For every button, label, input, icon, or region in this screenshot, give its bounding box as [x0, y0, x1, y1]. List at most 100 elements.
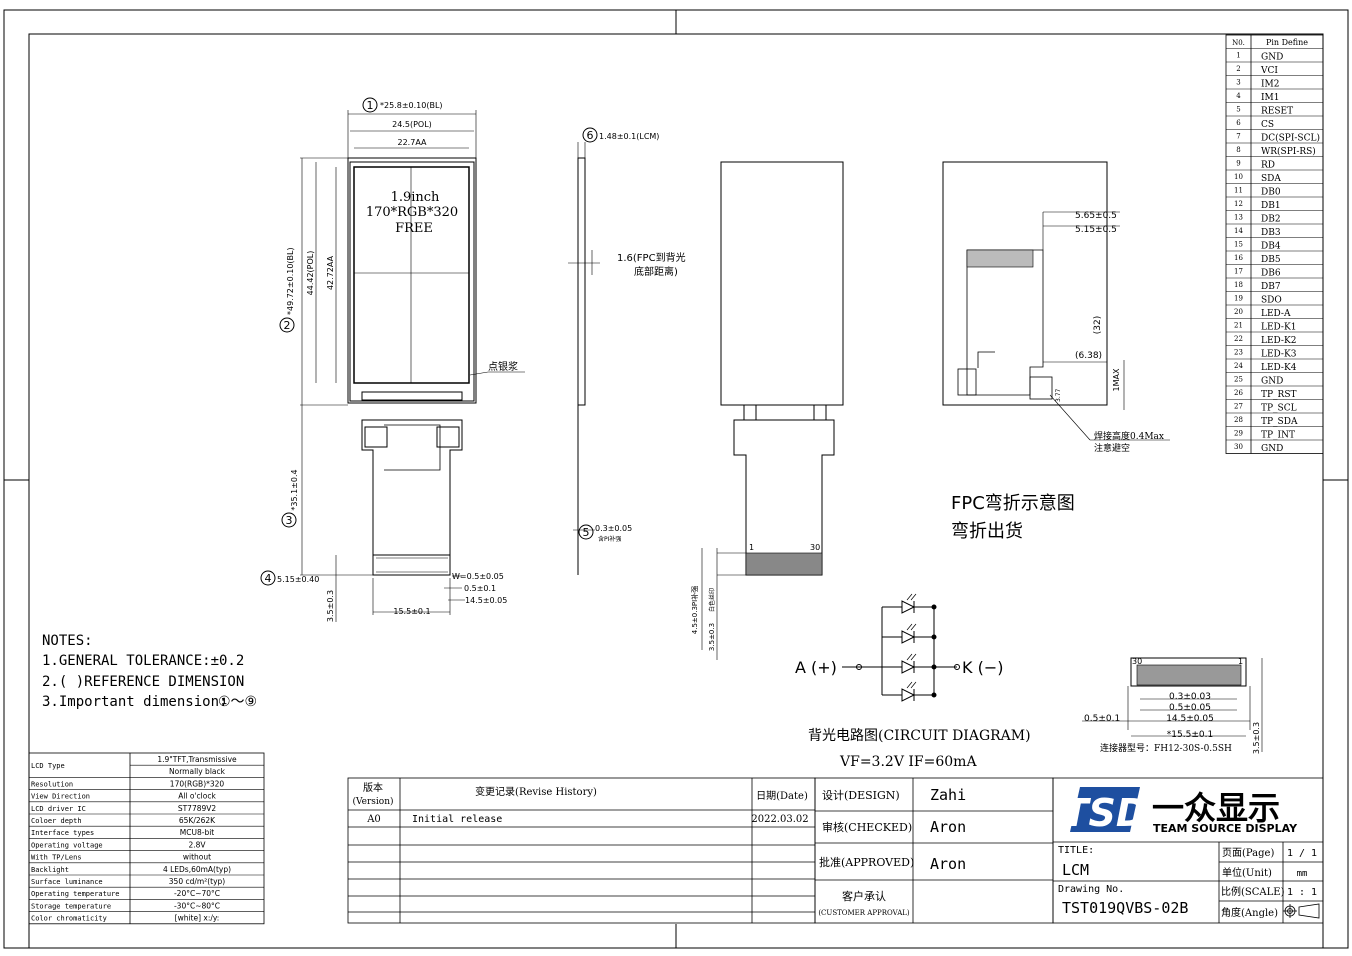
conn-dim-145: 14.5±0.05 [1166, 714, 1214, 724]
pin-number: 4 [1236, 92, 1241, 100]
pin-number: 16 [1234, 254, 1243, 262]
led-2 [882, 623, 937, 644]
pin-header-define: Pin Define [1266, 38, 1308, 47]
rev-header-date: 日期(Date) [756, 790, 808, 802]
pin-number: 28 [1234, 416, 1243, 424]
dim-pins-span: 14.5±0.05 [465, 596, 507, 605]
circuit-title: 背光电路图(CIRCUIT DIAGRAM) [808, 728, 1031, 744]
spec-value: Normally black [169, 767, 226, 776]
rev-header-version: 版本 [363, 781, 383, 794]
pin-define: IM1 [1261, 93, 1280, 103]
pin-define: RD [1261, 161, 1275, 171]
pin-define: LED-K1 [1261, 323, 1296, 333]
circuit-spec: VF=3.2V IF=60mA [839, 754, 977, 770]
unit-value: mm [1297, 869, 1308, 879]
pin-define: LED-K3 [1261, 350, 1297, 360]
projection-symbol-icon [1283, 903, 1320, 919]
notes-line3-suffix: ①～⑨ [218, 694, 257, 710]
conn-dim-05b: 0.5±0.1 [1084, 714, 1120, 724]
conn-dim-35: 3.5±0.3 [1252, 722, 1261, 754]
customer-label-en: (CUSTOMER APPROVAL) [818, 909, 910, 917]
pin-number: 6 [1236, 119, 1241, 127]
pin-define: WR(SPI-RS) [1261, 146, 1316, 157]
marker-5: 5 [583, 526, 590, 539]
pin-number: 12 [1234, 200, 1243, 208]
rev-header-record: 变更记录(Revise History) [475, 785, 597, 798]
dim-638: (6.38) [1075, 351, 1102, 361]
back-pin1: 1 [749, 543, 754, 552]
connector-detail [1082, 657, 1263, 752]
spec-label: Storage temperature [31, 902, 111, 910]
conn-dim-05: 0.5±0.05 [1169, 703, 1211, 713]
customer-label: 客户承认 [842, 889, 886, 903]
pin-define: TP_RST [1261, 390, 1297, 400]
dim-lcm-thickness: 1.48±0.1(LCM) [599, 132, 659, 141]
dim-tail: 3.5±0.3 [326, 590, 335, 622]
approved-label: 批准(APPROVED) [819, 855, 914, 869]
checked-name: Aron [930, 818, 966, 836]
pin-number: 27 [1234, 403, 1243, 411]
pin-define: GND [1261, 444, 1283, 454]
pin-define: DB2 [1261, 215, 1281, 225]
dim-aa-height: 42.72AA [326, 255, 335, 290]
design-label: 设计(DESIGN) [822, 789, 900, 802]
dim-515: 5.15±0.5 [1075, 225, 1117, 235]
screen-size-text: 1.9inch [391, 190, 440, 205]
front-view-texts: 1.9inch 170*RGB*320 FREE 1 *25.8±0.10(BL… [260, 97, 518, 622]
pin-define: DB1 [1261, 201, 1281, 211]
spec-value: All o'clock [178, 792, 216, 801]
company-logo: TSD 一众显示 TEAM SOURCE DISPLAY [1063, 787, 1298, 835]
spec-label: Coloer depth [31, 817, 82, 825]
notes-title: NOTES: [42, 633, 93, 649]
dim-1max: 1MAX [1112, 368, 1121, 391]
pin-number: 7 [1236, 133, 1240, 141]
title-value: LCM [1062, 861, 1089, 879]
pin-number: 15 [1234, 241, 1243, 249]
led-3 [882, 653, 937, 674]
fpc-distance-label-2: 底部距离) [634, 265, 678, 278]
pin-define: DB5 [1261, 255, 1281, 265]
notes: NOTES: 1.GENERAL TOLERANCE:±0.2 2.( )REF… [42, 633, 257, 710]
led-4 [882, 681, 937, 702]
pin-define: TP_INT [1261, 431, 1295, 441]
pin-define: CS [1261, 120, 1274, 130]
pin-number: 19 [1234, 295, 1243, 303]
checked-label: 审核(CHECKED) [822, 820, 912, 834]
dim-aa-width: 22.7AA [398, 138, 428, 147]
unit-label: 单位(Unit) [1222, 866, 1272, 879]
fpc-distance-label: 1.6(FPC到背光 [617, 251, 686, 264]
pin-define: DB3 [1261, 228, 1281, 238]
dim-back-b: 3.5±0.3 [708, 623, 716, 651]
weld-note-1: 焊接高度0.4Max [1094, 430, 1164, 442]
drawing-value: TST019QVBS-02B [1062, 899, 1188, 917]
design-name: Zahi [930, 786, 966, 804]
pin-define: GND [1261, 377, 1283, 387]
pin-number: 13 [1234, 214, 1243, 222]
notes-line2: 2.( )REFERENCE DIMENSION [42, 674, 244, 690]
pin-number: 25 [1234, 376, 1243, 384]
pin-number: 23 [1234, 349, 1243, 357]
fpc-bend-title: FPC弯折示意图 [951, 493, 1075, 514]
spec-label: Resolution [31, 780, 73, 788]
pin-number: 5 [1236, 106, 1240, 114]
revision-table [347, 777, 1324, 924]
pin-define: LED-A [1261, 309, 1291, 319]
spec-value: 4 LEDs,60mA(typ) [163, 865, 231, 874]
scale-label: 比例(SCALE) [1221, 885, 1285, 898]
silver-paste-label: 点银浆 [488, 360, 518, 373]
conn-dim-03: 0.3±0.03 [1169, 692, 1211, 702]
spec-value: 350 cd/m²(typ) [169, 877, 225, 886]
conn-dim-155: *15.5±0.1 [1167, 730, 1213, 740]
pin-header-no: N0. [1232, 39, 1245, 47]
dim-bl-width: *25.8±0.10(BL) [380, 101, 443, 110]
pin-number: 2 [1236, 65, 1240, 73]
pin-number: 8 [1236, 146, 1240, 154]
fpc-bend-subtitle: 弯折出货 [951, 521, 1023, 542]
marker-6: 6 [587, 129, 594, 142]
notes-line3-prefix: 3.Important dimension: [42, 694, 227, 710]
rev-header-version-en: (Version) [352, 796, 393, 807]
side-view [568, 142, 600, 575]
pin-define: DB4 [1261, 242, 1281, 252]
